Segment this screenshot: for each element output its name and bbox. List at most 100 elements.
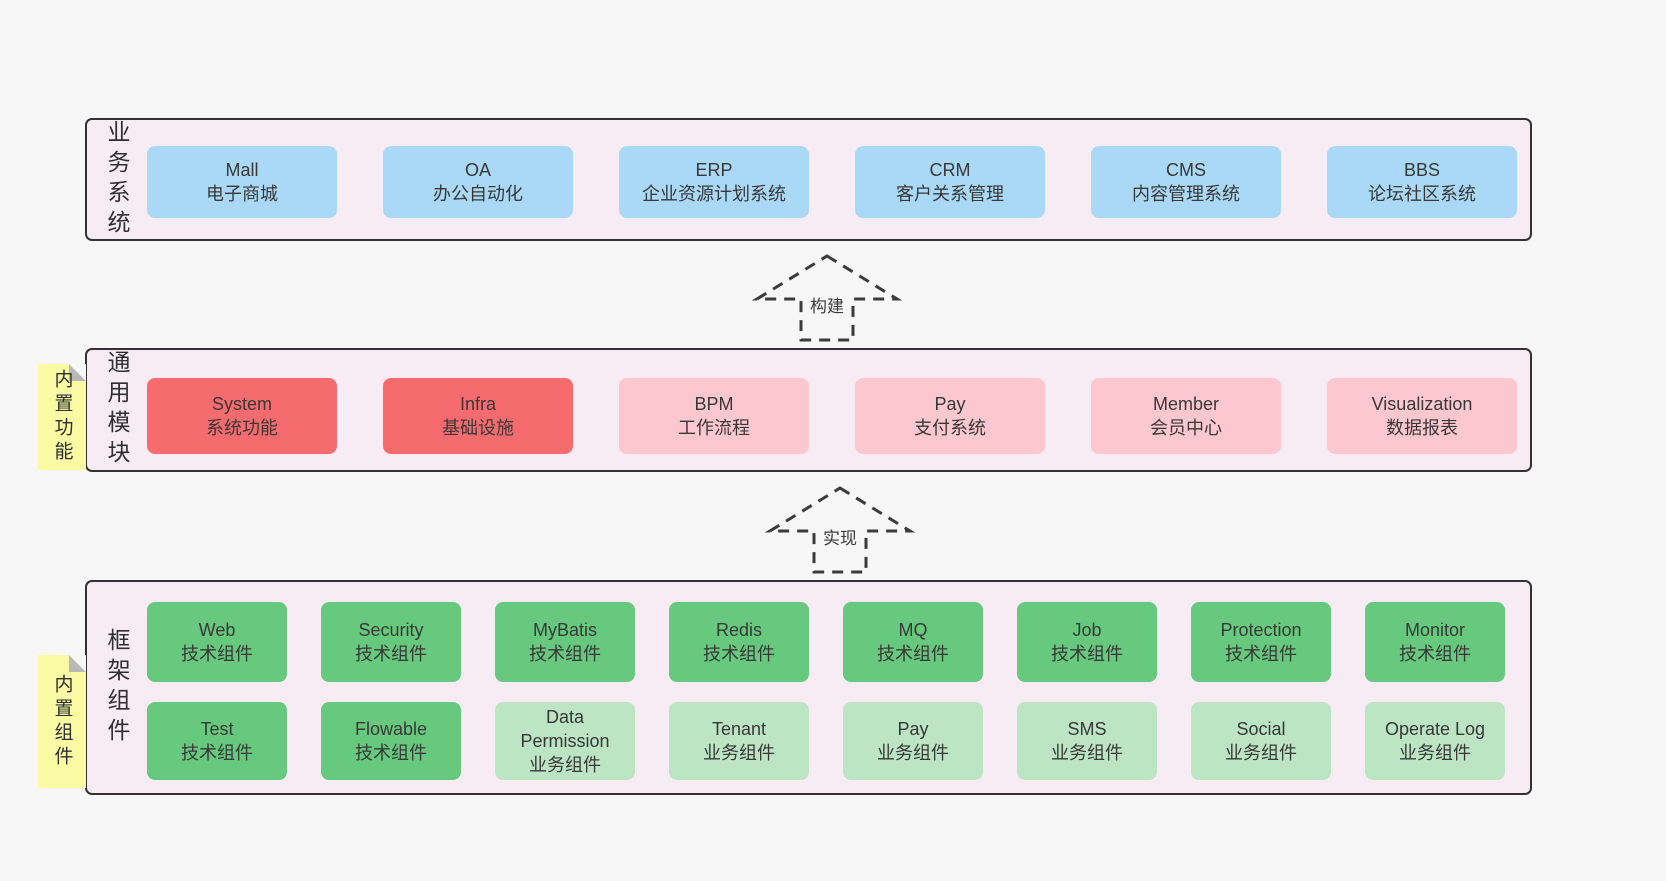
box-system: System 系统功能 (147, 378, 337, 454)
box-title: CRM (929, 159, 971, 180)
box-pay: Pay 业务组件 (843, 702, 983, 780)
box-bbs: BBS 论坛社区系统 (1327, 146, 1517, 218)
box-subtitle: 工作流程 (678, 418, 750, 438)
sticky-note-built-in-components-label: 内置组件 (51, 673, 73, 770)
box-member: Member 会员中心 (1091, 378, 1281, 454)
box-mybatis: MyBatis 技术组件 (495, 602, 635, 682)
box-web: Web 技术组件 (147, 602, 287, 682)
layer-framework-components: 框架组件 Web 技术组件 Security 技术组件 MyBatis 技术组件… (85, 580, 1532, 795)
box-title: Tenant (711, 718, 767, 739)
box-title: Flowable (354, 718, 428, 739)
box-crm: CRM 客户关系管理 (855, 146, 1045, 218)
arrow-implement-label: 实现 (816, 521, 864, 552)
box-security: Security 技术组件 (321, 602, 461, 682)
box-subtitle: 业务组件 (1225, 743, 1297, 763)
box-subtitle: 支付系统 (914, 418, 986, 438)
box-title: BPM (694, 393, 734, 414)
box-subtitle: 系统功能 (206, 418, 278, 438)
box-mq: MQ 技术组件 (843, 602, 983, 682)
layer-common-modules: 通用模块 System 系统功能 Infra 基础设施 BPM 工作流程 Pay… (85, 348, 1532, 472)
box-subtitle: 数据报表 (1386, 418, 1458, 438)
box-title: Security (358, 619, 424, 640)
box-subtitle: 技术组件 (529, 644, 601, 664)
box-subtitle: 客户关系管理 (896, 184, 1004, 204)
box-title: Protection (1220, 619, 1302, 640)
box-subtitle: 技术组件 (1051, 644, 1123, 664)
business-systems-row: Mall 电子商城 OA 办公自动化 ERP 企业资源计划系统 CRM 客户关系… (147, 146, 1517, 218)
layer-label-framework-components: 框架组件 (104, 627, 130, 748)
dashed-up-arrow-icon (765, 486, 915, 574)
box-social: Social 业务组件 (1191, 702, 1331, 780)
box-title: Infra (459, 393, 497, 414)
box-infra: Infra 基础设施 (383, 378, 573, 454)
box-title: BBS (1403, 159, 1441, 180)
box-title: Pay (897, 718, 929, 739)
box-flowable: Flowable 技术组件 (321, 702, 461, 780)
box-test: Test 技术组件 (147, 702, 287, 780)
box-title: Job (1072, 619, 1102, 640)
layer-label-business-systems: 业务系统 (104, 119, 130, 240)
box-tenant: Tenant 业务组件 (669, 702, 809, 780)
box-pay: Pay 支付系统 (855, 378, 1045, 454)
box-subtitle: 技术组件 (181, 743, 253, 763)
box-subtitle: 业务组件 (1051, 743, 1123, 763)
box-bpm: BPM 工作流程 (619, 378, 809, 454)
sticky-note-built-in-features-label: 内置功能 (51, 369, 73, 465)
box-subtitle: 业务组件 (529, 755, 601, 776)
box-mall: Mall 电子商城 (147, 146, 337, 218)
box-erp: ERP 企业资源计划系统 (619, 146, 809, 218)
box-subtitle: 业务组件 (703, 743, 775, 763)
layer-business-systems: 业务系统 Mall 电子商城 OA 办公自动化 ERP 企业资源计划系统 CRM… (85, 118, 1532, 241)
box-title: Web (198, 619, 236, 640)
layer-label-common-modules: 通用模块 (104, 350, 130, 470)
box-title: SMS (1067, 718, 1107, 739)
box-subtitle: 论坛社区系统 (1368, 184, 1476, 204)
arrow-implement: 实现 (765, 485, 915, 575)
box-redis: Redis 技术组件 (669, 602, 809, 682)
box-subtitle: 内容管理系统 (1132, 184, 1240, 204)
box-operate-log: Operate Log 业务组件 (1365, 702, 1505, 780)
box-title: MQ (898, 619, 928, 640)
box-job: Job 技术组件 (1017, 602, 1157, 682)
box-subtitle: 技术组件 (355, 644, 427, 664)
box-subtitle: 电子商城 (206, 184, 278, 204)
box-protection: Protection 技术组件 (1191, 602, 1331, 682)
sticky-note-built-in-components: 内置组件 (38, 655, 86, 788)
box-title: Visualization (1371, 393, 1473, 414)
box-subtitle: 技术组件 (703, 644, 775, 664)
sticky-note-built-in-features: 内置功能 (38, 364, 86, 470)
box-title: Monitor (1404, 619, 1466, 640)
box-subtitle: 业务组件 (1399, 743, 1471, 763)
box-subtitle: 会员中心 (1150, 418, 1222, 438)
box-title: Test (200, 718, 234, 739)
box-title: Member (1152, 393, 1219, 414)
box-subtitle: 业务组件 (877, 743, 949, 763)
box-subtitle: 技术组件 (1225, 644, 1297, 664)
box-subtitle: 技术组件 (355, 743, 427, 763)
box-subtitle: 技术组件 (877, 644, 949, 664)
box-title: Data Permission (520, 706, 610, 751)
box-monitor: Monitor 技术组件 (1365, 602, 1505, 682)
dashed-up-arrow-icon (752, 254, 902, 342)
box-title: Mall (225, 159, 259, 180)
box-subtitle: 技术组件 (181, 644, 253, 664)
box-subtitle: 基础设施 (442, 418, 514, 438)
box-oa: OA 办公自动化 (383, 146, 573, 218)
framework-components-row-1: Web 技术组件 Security 技术组件 MyBatis 技术组件 Redi… (147, 602, 1505, 682)
box-data-permission: Data Permission 业务组件 (495, 702, 635, 780)
box-title: Social (1236, 718, 1286, 739)
box-title: Pay (934, 393, 966, 414)
box-title: Redis (715, 619, 763, 640)
box-visualization: Visualization 数据报表 (1327, 378, 1517, 454)
common-modules-row: System 系统功能 Infra 基础设施 BPM 工作流程 Pay 支付系统… (147, 378, 1517, 454)
box-title: OA (464, 159, 491, 180)
box-title: MyBatis (532, 619, 597, 640)
box-title: System (211, 393, 272, 414)
box-title: CMS (1166, 159, 1206, 180)
arrow-build: 构建 (752, 253, 902, 343)
box-cms: CMS 内容管理系统 (1091, 146, 1281, 218)
box-subtitle: 企业资源计划系统 (642, 184, 786, 204)
framework-components-row-2: Test 技术组件 Flowable 技术组件 Data Permission … (147, 702, 1505, 780)
box-sms: SMS 业务组件 (1017, 702, 1157, 780)
